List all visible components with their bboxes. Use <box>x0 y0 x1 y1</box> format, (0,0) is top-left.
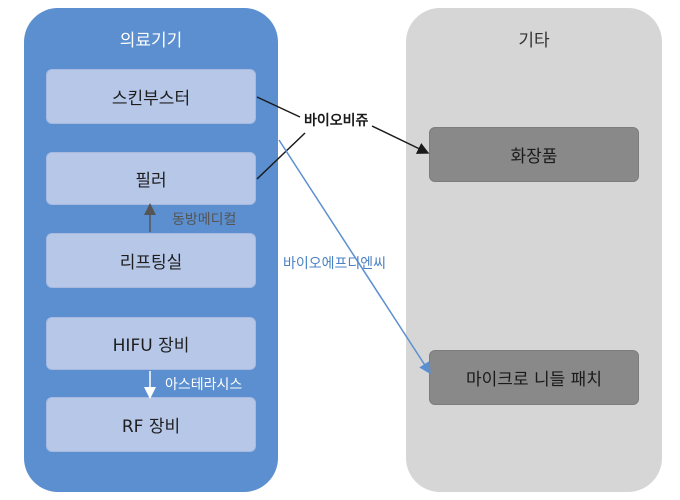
other-group-title: 기타 <box>518 31 550 51</box>
biobijue-arrow-to-cosmetics <box>371 125 430 154</box>
skinbooster-box: 스킨부스터 <box>46 69 256 124</box>
biobijue-label: 바이오비쥬 <box>304 113 369 129</box>
filler-box: 필러 <box>46 152 256 205</box>
hifu-device-box: HIFU 장비 <box>46 317 256 370</box>
lifting-thread-box: 리프팅실 <box>46 233 256 288</box>
cosmetics-box: 화장품 <box>429 127 639 182</box>
bioepdnc-arrow-to-microneedle <box>278 139 431 375</box>
rf-device-box: RF 장비 <box>46 397 256 452</box>
astera-label: 아스테라시스 <box>165 377 243 393</box>
medical-device-group-title: 의료기기 <box>119 31 183 51</box>
microneedle-patch-box: 마이크로 니들 패치 <box>429 350 639 405</box>
other-group: 기타 <box>406 8 662 492</box>
bioepdnc-label: 바이오에프디엔씨 <box>283 256 387 272</box>
biobijue-line-from-filler <box>256 132 306 180</box>
biobijue-line-from-skinbooster <box>256 96 301 118</box>
dongbang-label: 동방메디컬 <box>172 212 237 228</box>
